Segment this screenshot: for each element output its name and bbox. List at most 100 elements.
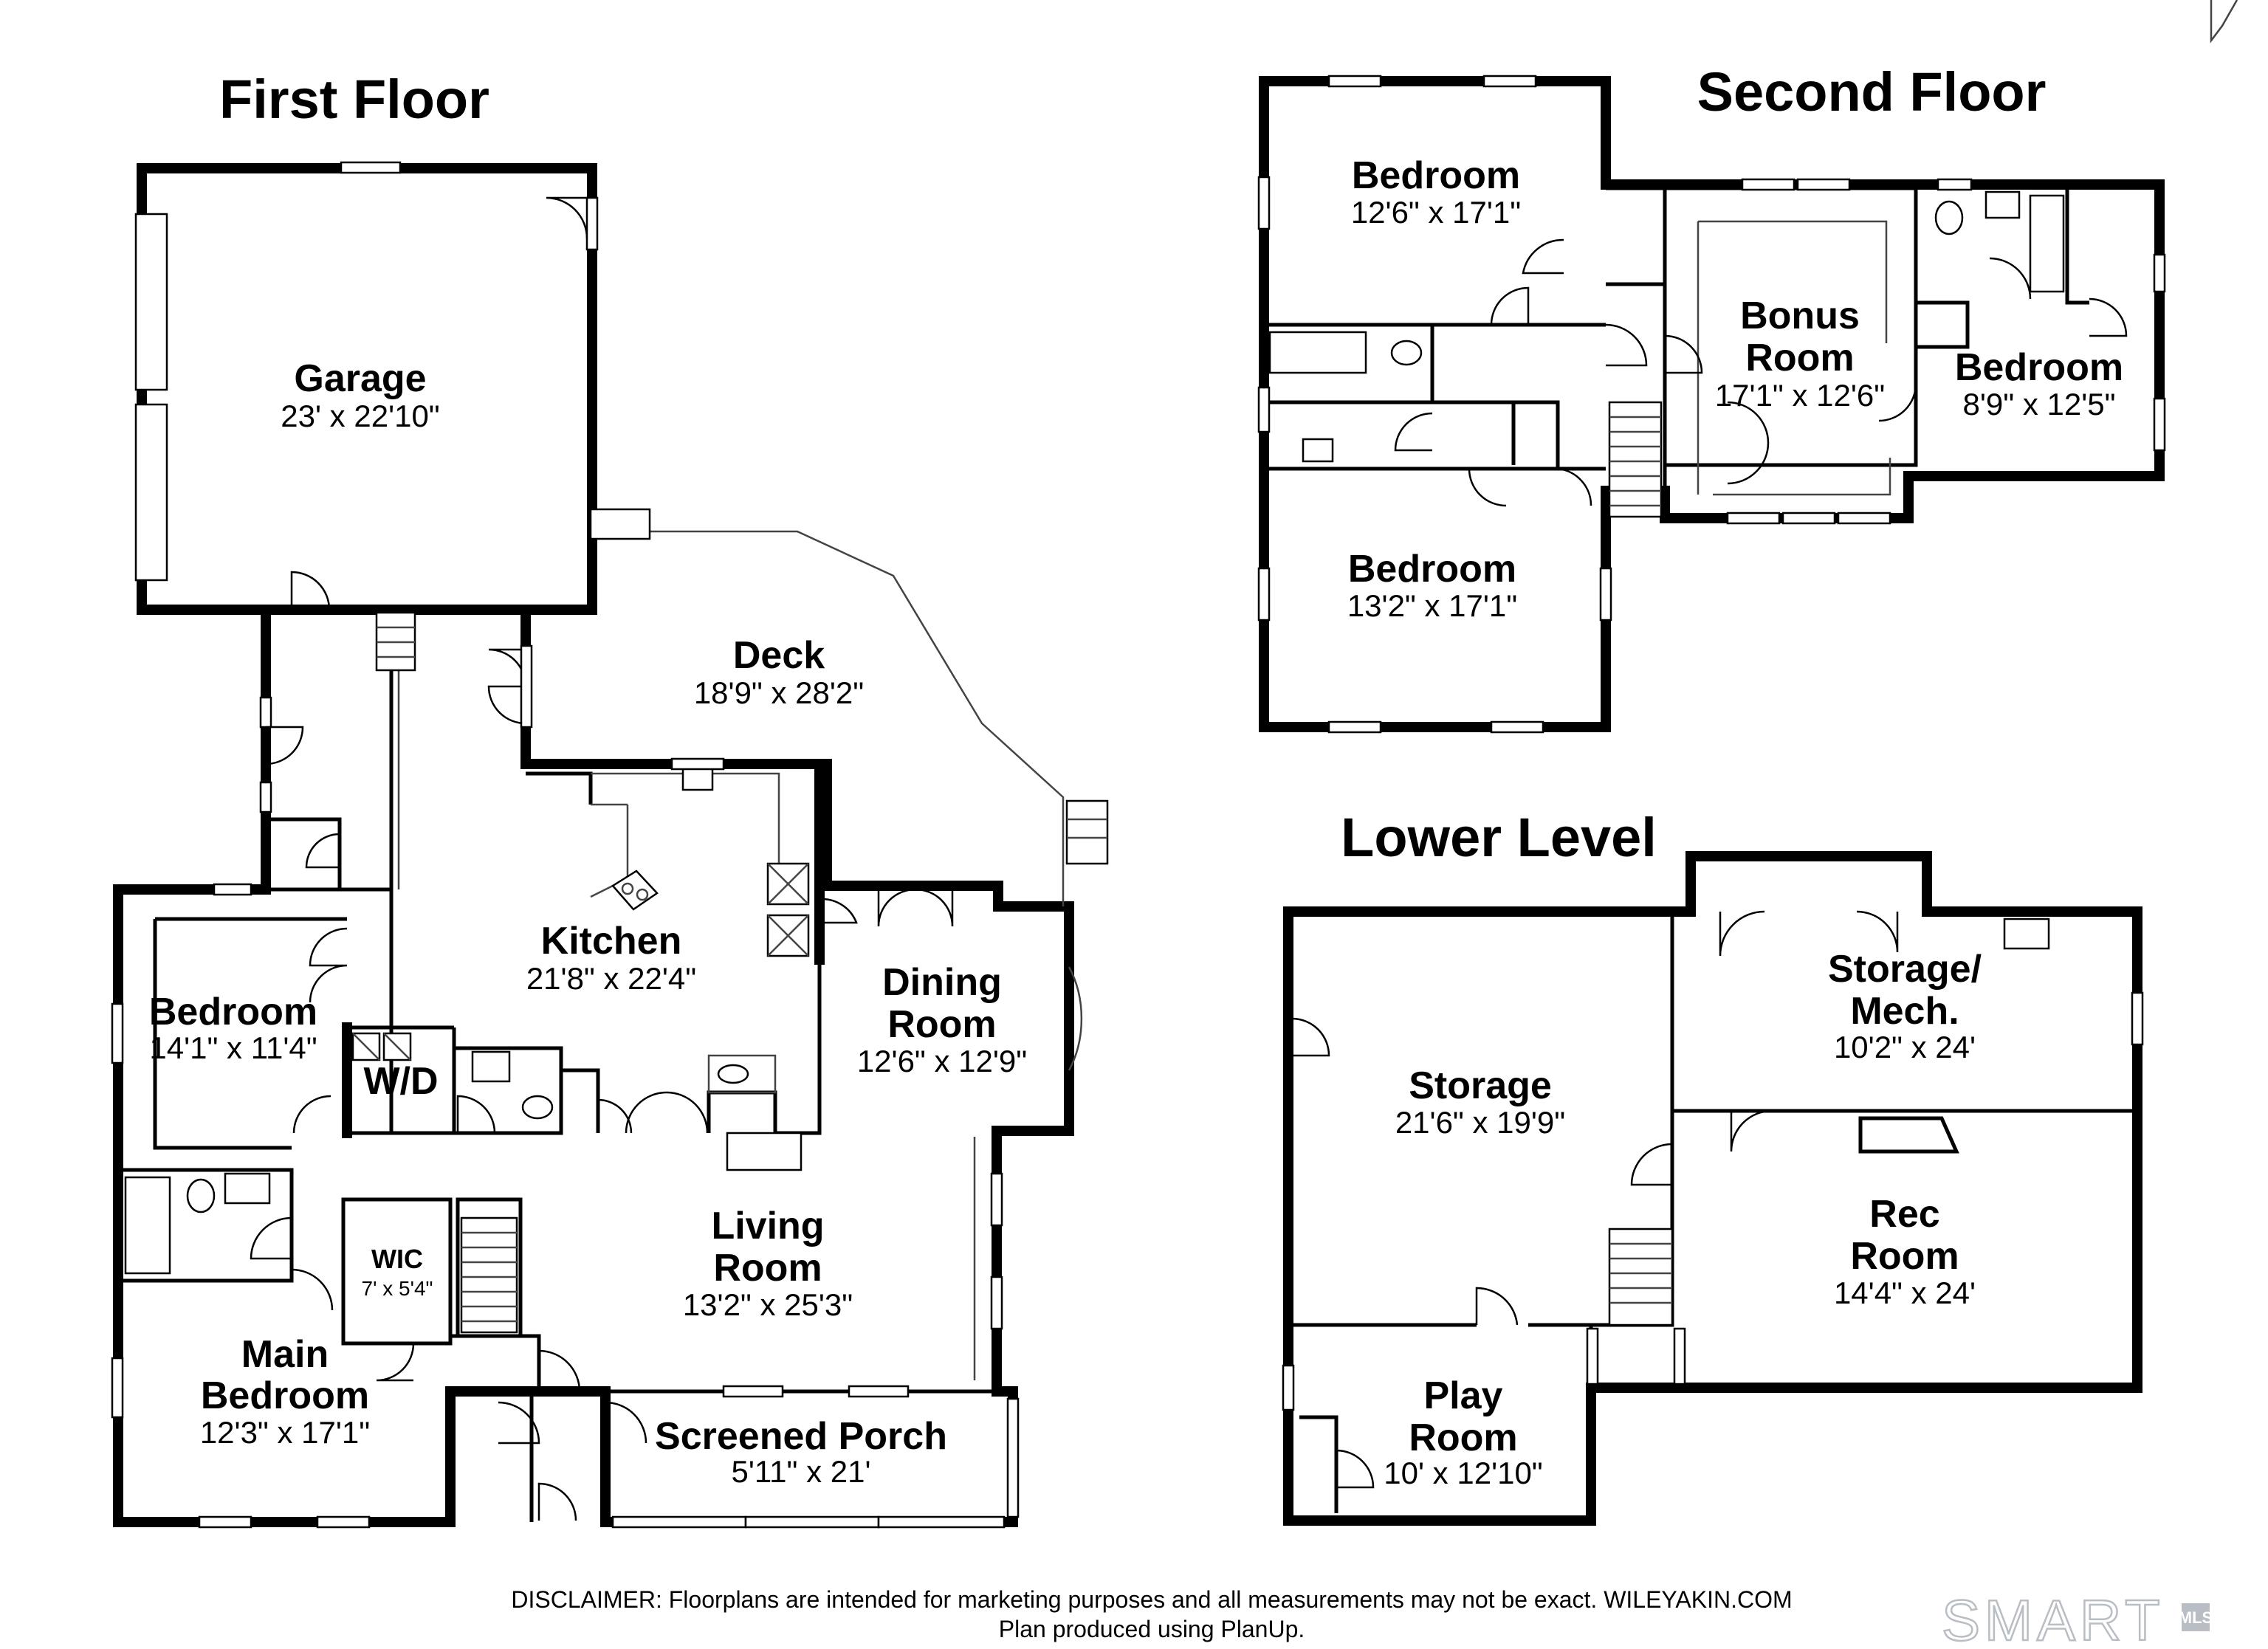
labels: First Floor Second Floor Lower Level Gar… xyxy=(149,61,2123,1642)
logo-text: SMART xyxy=(1942,1588,2165,1649)
bedroom-door xyxy=(292,1095,331,1134)
upper-bath-tub xyxy=(1268,331,1367,374)
upper-closets xyxy=(1432,400,1560,469)
lower-window-egress xyxy=(1586,1327,1599,1385)
bed-c-window-2 xyxy=(2153,397,2166,452)
storage-label: Storage xyxy=(1409,1064,1552,1107)
deck-steps-top xyxy=(589,508,651,540)
wic-door xyxy=(376,1343,415,1382)
cabinet-x xyxy=(767,863,809,905)
second-floor-stairs xyxy=(1608,401,1663,518)
garage-door-panel-top xyxy=(134,213,168,391)
porch-screen-1 xyxy=(611,1515,747,1529)
porch-window-top-1 xyxy=(722,1385,784,1398)
bath-door xyxy=(1394,412,1433,452)
mech-doors xyxy=(1719,910,1899,957)
upper-bedroom-b-label: Bedroom xyxy=(1348,548,1516,591)
lower-stair-treads xyxy=(1609,1242,1672,1304)
screened-porch-label: Screened Porch xyxy=(655,1415,947,1458)
kitchen-window xyxy=(670,757,725,771)
bonus-bed-door xyxy=(1878,383,1917,422)
main-bedroom-label-2: Bedroom xyxy=(201,1374,369,1417)
play-window xyxy=(1282,1364,1295,1411)
foyer-closet xyxy=(450,1389,534,1522)
hall-door xyxy=(1490,286,1530,326)
main-bath-toilet xyxy=(186,1178,216,1213)
foyer-closet-door xyxy=(537,1349,581,1392)
bonus-room-label-2: Room xyxy=(1745,337,1854,379)
bed-c-closet-door xyxy=(2089,297,2128,337)
main-bath-tub xyxy=(124,1176,171,1275)
bonus-window-3 xyxy=(1726,512,1781,525)
upper-bed-b-doors xyxy=(1468,467,1592,507)
upper-bath xyxy=(1264,323,1434,404)
rec-room-label-1: Rec xyxy=(1869,1193,1939,1236)
upper-bath2-sink xyxy=(1984,190,2021,219)
bonus-room-dims: 17'1" x 12'6" xyxy=(1715,378,1885,413)
living-double-door xyxy=(625,1091,709,1134)
front-closet-door xyxy=(498,1401,540,1445)
deck-steps-right xyxy=(1065,799,1109,865)
upper-window-1 xyxy=(1327,75,1382,88)
porch-window-top-2 xyxy=(848,1385,910,1398)
storage-mech-label-2: Mech. xyxy=(1850,990,1959,1033)
rec-room-dims: 14'4" x 24' xyxy=(1834,1276,1976,1310)
main-bed-window-bottom-2 xyxy=(316,1515,371,1529)
bonus-window-1 xyxy=(1741,178,1796,191)
living-label-2: Room xyxy=(713,1247,822,1290)
mech-window xyxy=(2131,991,2144,1046)
half-bath-toilet xyxy=(521,1095,554,1120)
half-bath-sink xyxy=(471,1050,511,1083)
main-bath-sink xyxy=(224,1172,271,1205)
dining-french-door xyxy=(877,888,954,927)
first-floor xyxy=(111,161,1109,1529)
hall-closet-door xyxy=(1605,323,1648,367)
first-floor-stairs xyxy=(460,1216,518,1334)
storage-mech-label-1: Storage/ xyxy=(1828,948,1982,991)
garage-window xyxy=(340,161,402,174)
main-bedroom-dims: 12'3" x 17'1" xyxy=(200,1415,370,1450)
kitchen-counter xyxy=(526,771,593,805)
play-room-dims: 10' x 12'10" xyxy=(1384,1456,1542,1490)
kitchen-sink xyxy=(681,766,714,791)
dryer-x xyxy=(383,1033,411,1061)
disclaimer-line-2: Plan produced using PlanUp. xyxy=(999,1616,1305,1642)
upper-window-4 xyxy=(1257,386,1271,433)
closet-door xyxy=(305,833,340,869)
pantry-door xyxy=(820,898,858,924)
rec-room-label-2: Room xyxy=(1850,1235,1959,1278)
deck-french-door xyxy=(487,648,527,725)
play-room-label-2: Room xyxy=(1409,1416,1517,1459)
living-dims: 13'2" x 25'3" xyxy=(683,1287,853,1322)
upper-bath-toilet xyxy=(1390,340,1423,366)
stove xyxy=(611,870,659,911)
mech-sink xyxy=(2003,918,2050,950)
closet-small xyxy=(561,1068,600,1133)
cabinet-x xyxy=(767,915,809,957)
logo-box xyxy=(2182,1603,2210,1631)
wd-label: W/D xyxy=(363,1060,438,1103)
half-bath-wall xyxy=(454,1046,563,1135)
upper-bath2-toilet xyxy=(1934,200,1964,235)
smart-mls-logo: SMART MLS xyxy=(1941,1587,2213,1649)
front-door xyxy=(537,1482,577,1521)
bar-sink xyxy=(717,1064,749,1084)
lower-level-outer-wall xyxy=(1283,851,2142,1526)
upper-bedroom-c-dims: 8'9" x 12'5" xyxy=(1963,387,2116,421)
porch-door xyxy=(605,1401,647,1444)
upper-bedroom-b-dims: 13'2" x 17'1" xyxy=(1347,588,1517,623)
upper-window-3 xyxy=(1257,176,1271,230)
upper-window-5 xyxy=(1257,567,1271,622)
living-window-2 xyxy=(990,1276,1003,1330)
upper-bed-a-door xyxy=(1522,238,1564,275)
mech-box xyxy=(1858,1116,1959,1154)
porch-screen-3 xyxy=(877,1515,1006,1529)
upper-bedroom-c-label: Bedroom xyxy=(1955,346,2123,389)
main-bath-door xyxy=(250,1216,292,1260)
upper-window-2 xyxy=(1482,75,1537,88)
wic-dims: 7' x 5'4" xyxy=(362,1277,433,1300)
bedroom-window-top xyxy=(213,883,252,896)
lower-window-egress-2 xyxy=(1673,1327,1686,1385)
foyer-wall xyxy=(450,1334,541,1391)
